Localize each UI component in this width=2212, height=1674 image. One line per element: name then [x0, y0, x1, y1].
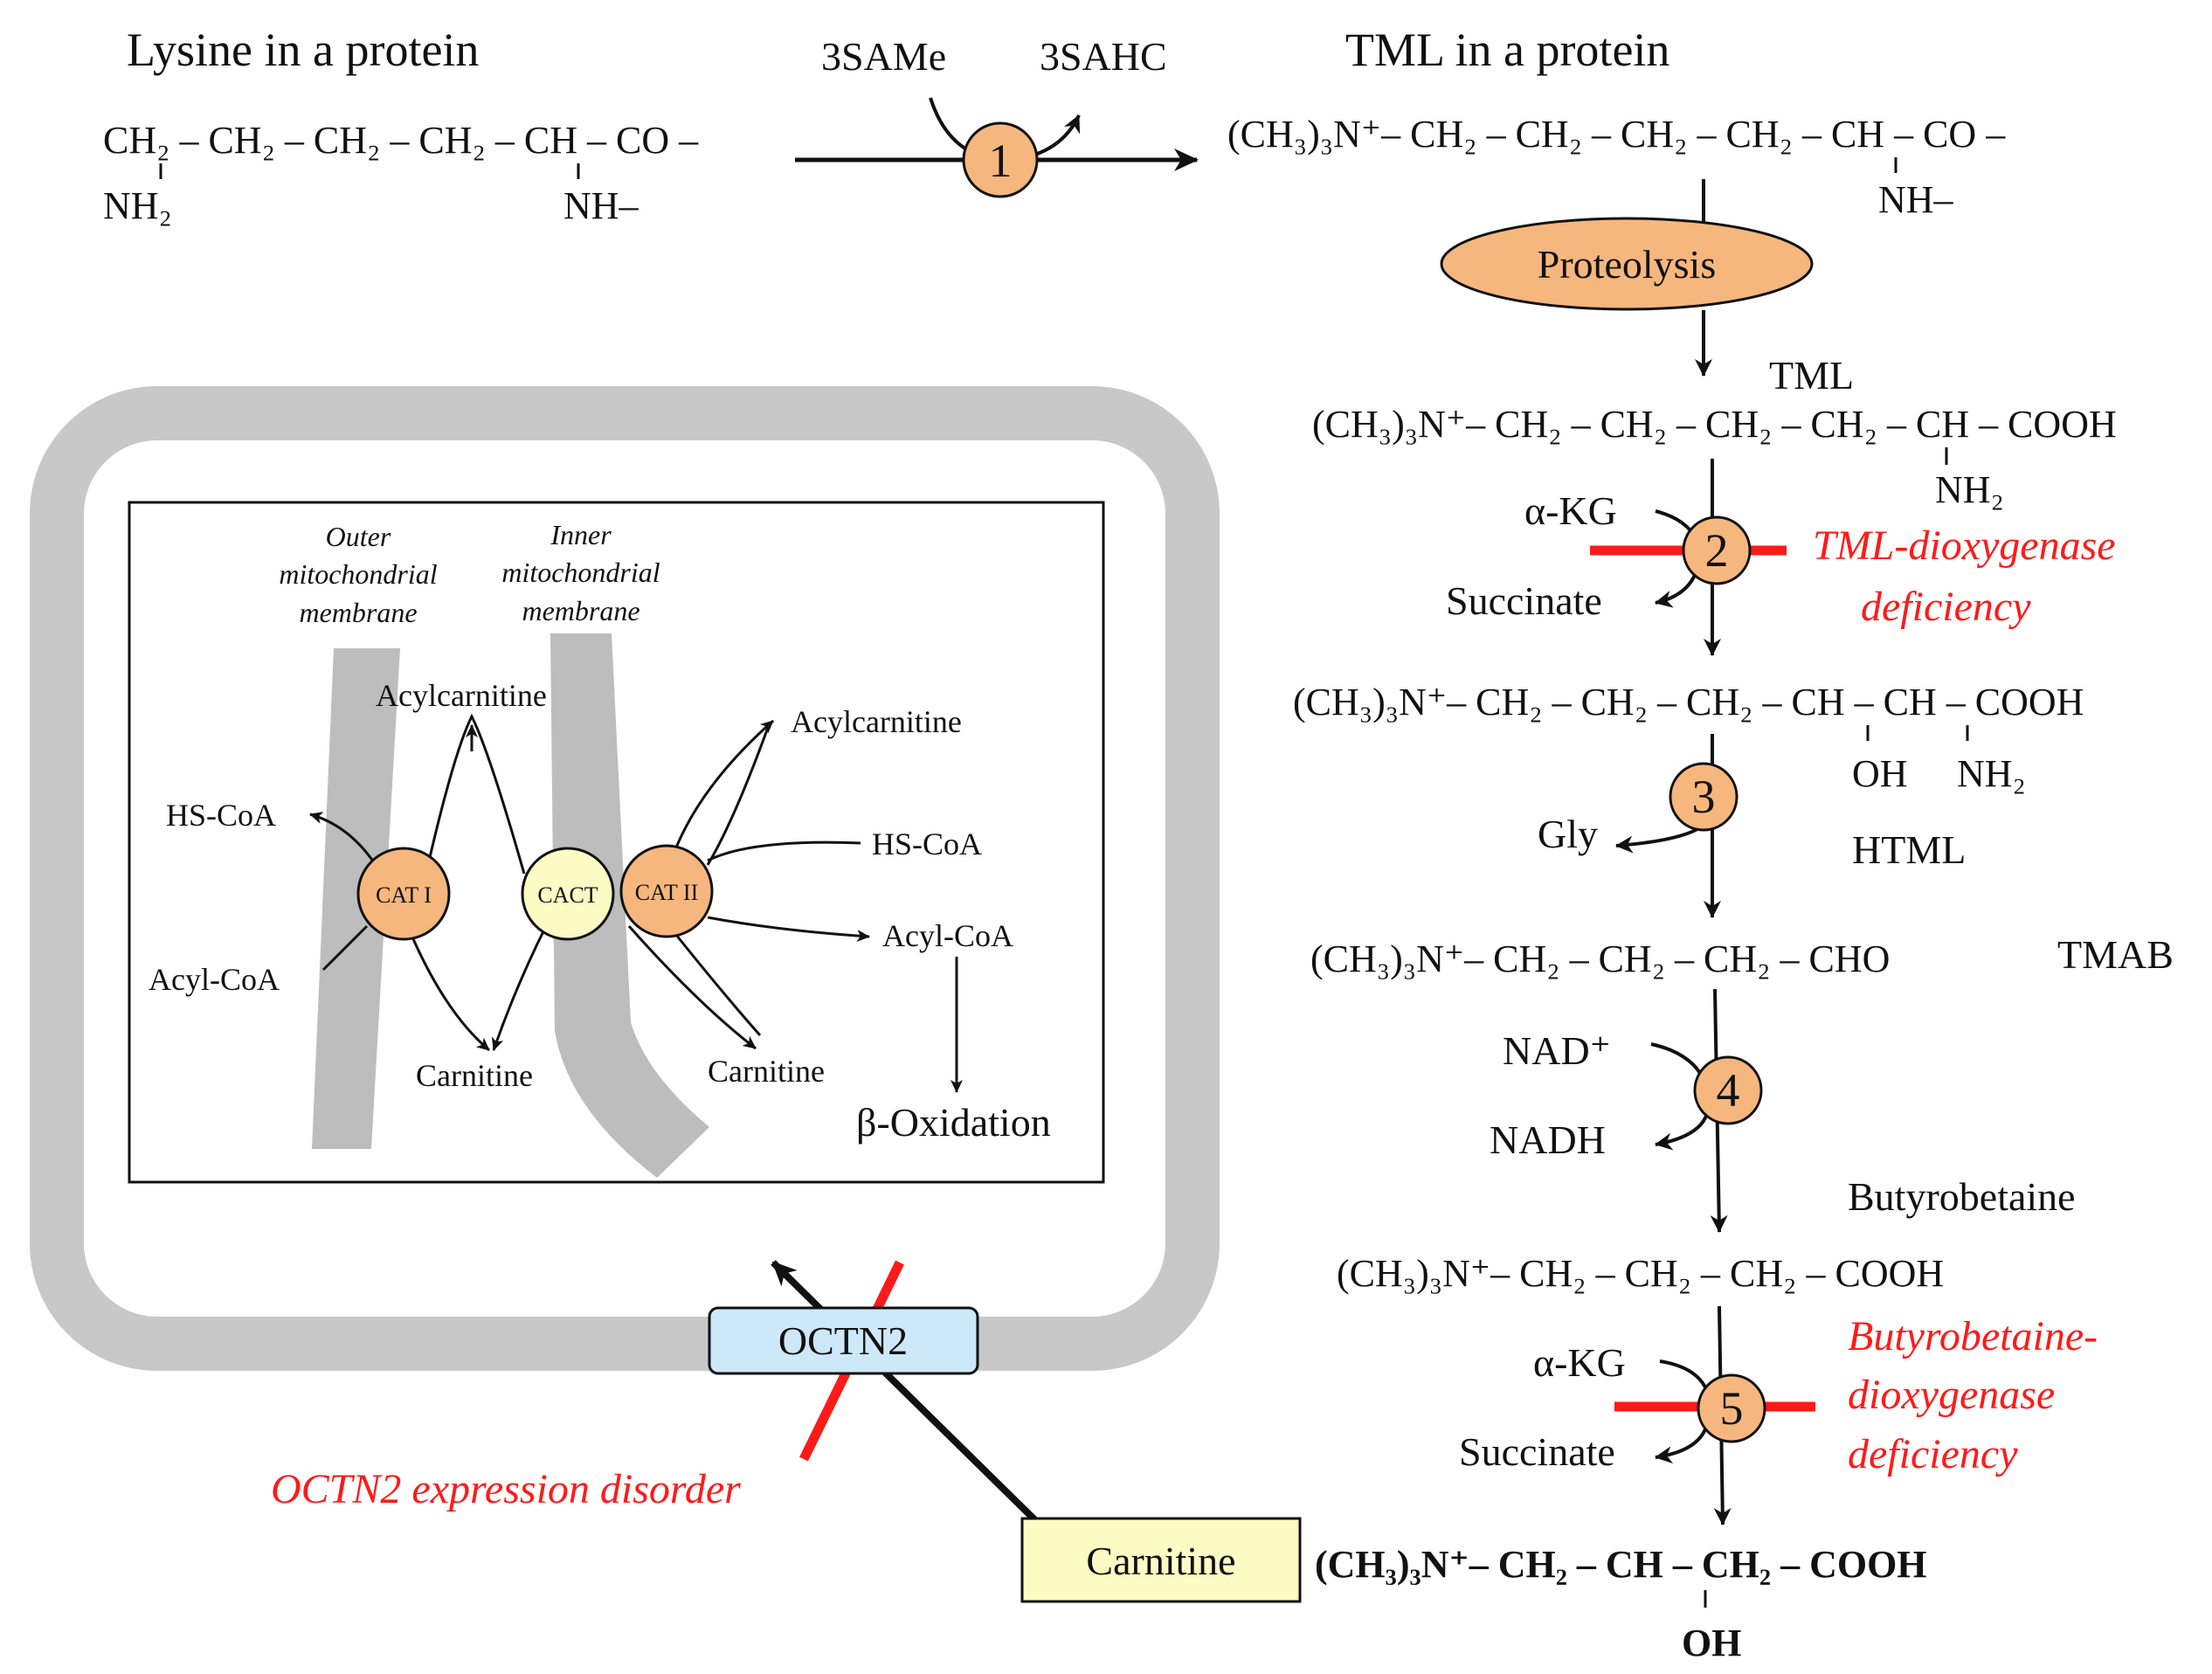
- step-3-number: 3: [1692, 771, 1716, 823]
- nadh-arrow: [1655, 1109, 1710, 1151]
- acylcoa-b: Acyl-CoA: [882, 918, 1013, 953]
- carnitine-a-arrow-1: [409, 932, 490, 1052]
- acylcarnitine-b-arrow: [671, 719, 774, 857]
- tml-nh2: NH₂: [1935, 468, 2004, 511]
- carnitine-uptake-arrow: [771, 1260, 1038, 1523]
- sahc-label: 3SAHC: [1040, 34, 1167, 79]
- carnitine-b-arrow-1: [627, 925, 757, 1050]
- outer-label-line2: mitochondrial: [279, 558, 437, 590]
- butyrobetaine-label: Butyrobetaine: [1848, 1174, 2076, 1219]
- hscoa-b-path: [707, 840, 861, 862]
- cact-circle: [521, 847, 615, 941]
- butyrobetaine-chain: (CH₃)₃N⁺– CH₂ – CH₂ – CH₂ – COOH: [1337, 1252, 1944, 1295]
- hscoa-a-arrow: [309, 812, 377, 866]
- beta-oxidation-label: β-Oxidation: [856, 1100, 1051, 1145]
- hscoa-a: HS-CoA: [166, 798, 276, 833]
- acylcoa-a: Acyl-CoA: [149, 962, 280, 997]
- lysine-title: Lysine in a protein: [127, 24, 479, 76]
- html-nh2: NH₂: [1957, 752, 2026, 795]
- cat1-circle: [356, 847, 451, 941]
- lysine-chain: CH₂ – CH₂ – CH₂ – CH₂ – CH – CO –: [103, 119, 699, 162]
- lysine-nh2: NH₂: [103, 184, 172, 227]
- acylcarnitine-b-path: [706, 724, 771, 866]
- step-2-circle: [1682, 515, 1752, 585]
- succinate-1: Succinate: [1446, 578, 1602, 623]
- cact-label: CACT: [537, 882, 598, 908]
- proteolysis-ellipse: [1440, 217, 1814, 311]
- lysine-nh: NH–: [563, 184, 639, 227]
- akg-1: α-KG: [1524, 488, 1617, 533]
- carnitine-box: [1020, 1517, 1302, 1603]
- deficiency-5-line2: dioxygenase: [1848, 1372, 2055, 1418]
- step-4-number: 4: [1717, 1064, 1740, 1117]
- tml-protein-title: TML in a protein: [1345, 24, 1669, 76]
- outer-label-line1: Outer: [326, 521, 391, 552]
- carnitine-a: Carnitine: [416, 1058, 533, 1093]
- nad-label: NAD⁺: [1503, 1028, 1611, 1073]
- succinate-2: Succinate: [1459, 1429, 1615, 1474]
- proteolysis-label: Proteolysis: [1538, 242, 1716, 287]
- html-label: HTML: [1852, 827, 1966, 872]
- step-5-circle: [1697, 1373, 1766, 1443]
- inner-label-line1: Inner: [550, 519, 612, 550]
- tml-chain: (CH₃)₃N⁺– CH₂ – CH₂ – CH₂ – CH₂ – CH – C…: [1312, 403, 2117, 446]
- outer-membrane: [312, 648, 400, 1149]
- nadh-label: NADH: [1490, 1117, 1606, 1162]
- tmab-chain: (CH₃)₃N⁺– CH₂ – CH₂ – CH₂ – CHO: [1310, 937, 1890, 980]
- outer-label-line3: membrane: [299, 597, 417, 628]
- acylcarnitine-b: Acylcarnitine: [791, 704, 962, 739]
- deficiency-5-line1: Butyrobetaine-: [1848, 1313, 2098, 1359]
- inner-membrane: [550, 633, 709, 1178]
- acylcoa-b-arrow: [707, 916, 870, 943]
- html-oh: OH: [1852, 752, 1908, 795]
- akg-2: α-KG: [1533, 1340, 1626, 1385]
- carnitine-box-label: Carnitine: [1086, 1539, 1235, 1583]
- same-label: 3SAMe: [821, 34, 946, 79]
- octn2-box: [708, 1306, 979, 1375]
- nad-arrow: [1650, 1042, 1705, 1080]
- carnitine-b: Carnitine: [708, 1054, 825, 1089]
- tml-protein-nh: NH–: [1878, 178, 1954, 221]
- inner-label-line3: membrane: [522, 595, 639, 626]
- step-4-circle: [1693, 1055, 1763, 1125]
- cat2-circle: [619, 844, 714, 938]
- carnitine-a-arrow-2: [491, 925, 548, 1051]
- html-chain: (CH₃)₃N⁺– CH₂ – CH₂ – CH₂ – CH – CH – CO…: [1293, 681, 2084, 723]
- succinate-2-arrow: [1655, 1419, 1710, 1464]
- carnitine-oh: OH: [1682, 1622, 1741, 1664]
- cat1-label: CAT I: [376, 882, 432, 908]
- step-5-number: 5: [1720, 1382, 1744, 1435]
- deficiency-2-line1: TML-dioxygenase: [1813, 522, 2116, 569]
- carnitine-chain: (CH₃)₃N⁺– CH₂ – CH – CH₂ – COOH: [1315, 1543, 1927, 1586]
- tmab-label: TMAB: [2057, 932, 2174, 977]
- akg-2-arrow: [1659, 1359, 1710, 1394]
- octn2-label: OCTN2: [778, 1318, 908, 1363]
- gly-label: Gly: [1538, 812, 1598, 856]
- deficiency-5-line3: deficiency: [1848, 1431, 2018, 1477]
- carnitine-b-path: [671, 930, 762, 1036]
- tml-protein-chain: (CH₃)₃N⁺– CH₂ – CH₂ – CH₂ – CH₂ – CH – C…: [1227, 113, 2006, 156]
- inner-label-line2: mitochondrial: [501, 557, 660, 588]
- step-3-circle: [1669, 762, 1738, 832]
- step-1-circle: [962, 121, 1039, 198]
- acylcarnitine-a-path: [426, 713, 526, 875]
- acylcoa-a-path: [321, 924, 369, 972]
- step-2-number: 2: [1705, 524, 1729, 577]
- tml-label: TML: [1769, 353, 1854, 398]
- step-1-number: 1: [989, 135, 1013, 187]
- deficiency-2-line2: deficiency: [1861, 584, 2031, 630]
- hscoa-b: HS-CoA: [872, 827, 982, 861]
- octn2-disorder-label: OCTN2 expression disorder: [271, 1466, 741, 1512]
- acylcarnitine-a: Acylcarnitine: [376, 678, 547, 713]
- cell-membrane: [30, 386, 1220, 1371]
- cat2-label: CAT II: [635, 880, 698, 905]
